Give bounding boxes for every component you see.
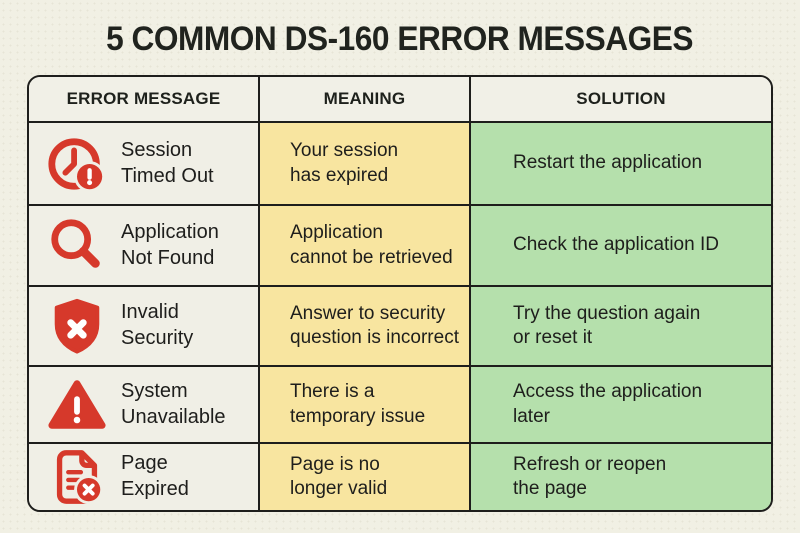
table-row-5-solution: Refresh or reopen the page	[469, 442, 771, 510]
meaning-text: Answer to security question is incorrect	[290, 302, 459, 348]
solution-text: Restart the application	[513, 152, 703, 174]
error-label: Session Timed Out	[121, 138, 214, 187]
table-row-2-meaning: Application cannot be retrieved	[258, 204, 469, 285]
clock-alert-icon	[46, 133, 108, 195]
warning-triangle-icon	[46, 374, 108, 436]
table-row-4-solution: Access the application later	[469, 365, 771, 442]
solution-text: Check the application ID	[513, 234, 719, 256]
table-row-4-meaning: There is a temporary issue	[258, 365, 469, 442]
page-title-wrap: 5 COMMON DS-160 ERROR MESSAGES	[0, 20, 800, 59]
meaning-text: There is a temporary issue	[290, 381, 426, 427]
table-row-1-error: Session Timed Out	[29, 121, 258, 204]
table-row-3-meaning: Answer to security question is incorrect	[258, 285, 469, 365]
table-row-1-solution: Restart the application	[469, 121, 771, 204]
table-row-5-meaning: Page is no longer valid	[258, 442, 469, 510]
meaning-text: Page is no longer valid	[290, 453, 388, 499]
header-error-message: ERROR MESSAGE	[29, 77, 258, 121]
table-row-1-meaning: Your session has expired	[258, 121, 469, 204]
error-label: System Unavailable	[121, 379, 226, 428]
table-row-4-error: System Unavailable	[29, 365, 258, 442]
meaning-text: Application cannot be retrieved	[290, 222, 453, 268]
header-meaning: MEANING	[258, 77, 469, 121]
solution-text: Try the question again or reset it	[513, 302, 701, 348]
solution-text: Access the application later	[513, 381, 703, 427]
shield-x-icon	[46, 295, 108, 357]
magnifier-icon	[46, 215, 108, 277]
error-table: ERROR MESSAGE MEANING SOLUTION Session T…	[27, 75, 773, 512]
table-row-3-solution: Try the question again or reset it	[469, 285, 771, 365]
table-row-2-solution: Check the application ID	[469, 204, 771, 285]
header-solution: SOLUTION	[469, 77, 771, 121]
table-row-5-error: Page Expired	[29, 442, 258, 510]
error-label: Invalid Security	[121, 301, 194, 349]
table-row-2-error: Application Not Found	[29, 204, 258, 285]
solution-text: Refresh or reopen the page	[513, 453, 667, 499]
error-label: Application Not Found	[121, 220, 219, 269]
page-expired-icon	[46, 446, 108, 508]
meaning-text: Your session has expired	[290, 140, 399, 186]
error-label: Page Expired	[121, 452, 189, 500]
table-row-3-error: Invalid Security	[29, 285, 258, 365]
page-title: 5 COMMON DS-160 ERROR MESSAGES	[106, 20, 694, 58]
